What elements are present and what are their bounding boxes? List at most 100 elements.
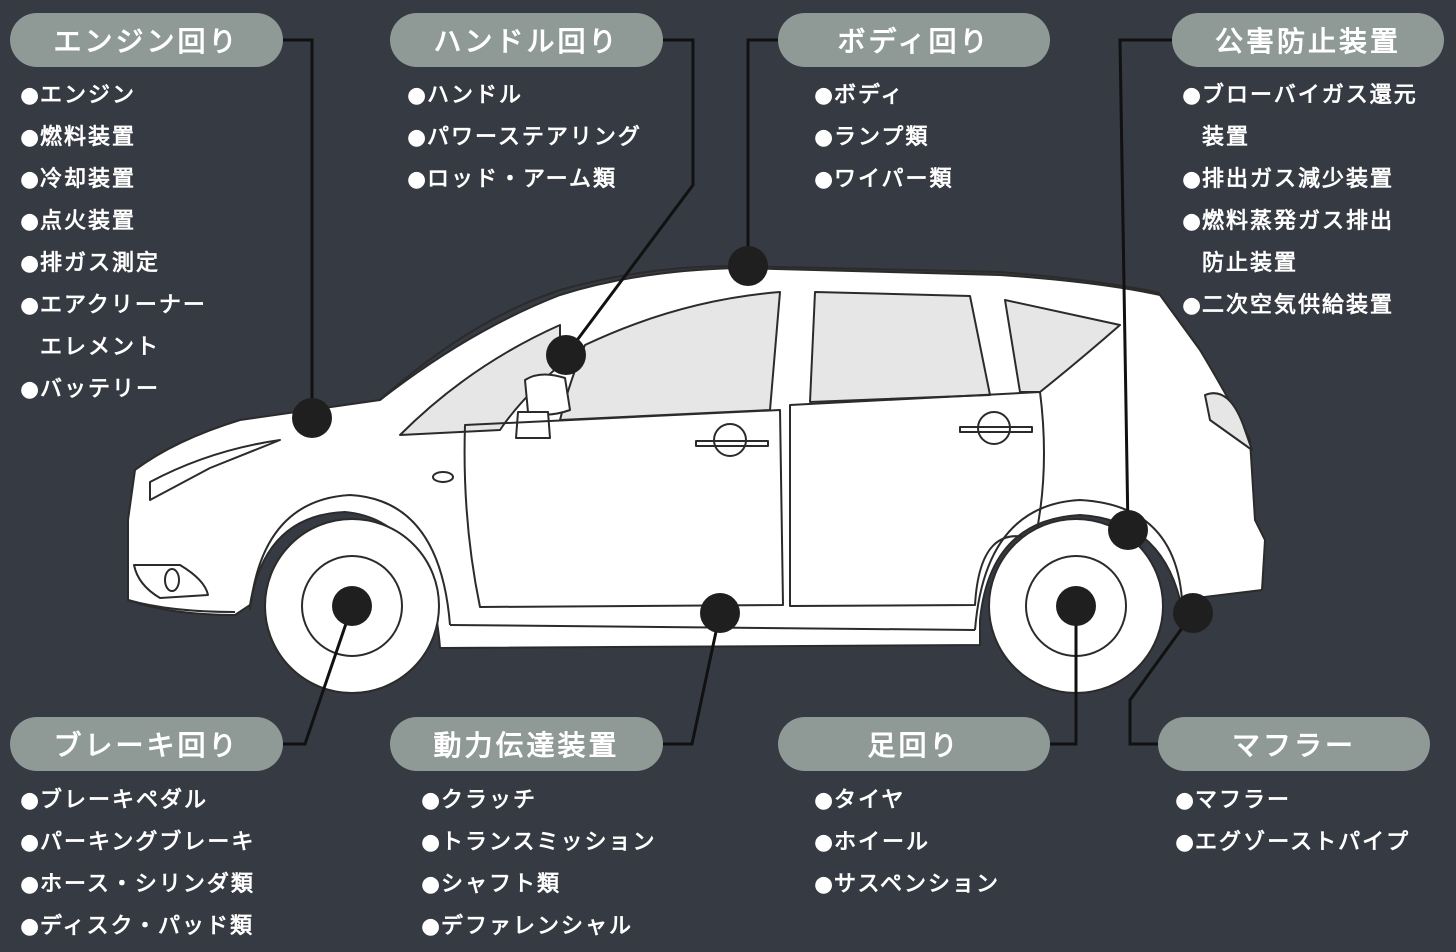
- suspension-list: ●タイヤ●ホイール●サスペンション: [814, 780, 1000, 906]
- bullet-icon: ●: [1182, 209, 1204, 234]
- rear-wheel-arch: [974, 499, 1183, 631]
- list-item: ●ディスク・パッド類: [20, 906, 255, 948]
- list-item-label: エグゾーストパイプ: [1195, 830, 1411, 855]
- list-item: ●エグゾーストパイプ: [1175, 822, 1410, 864]
- list-item: ●排ガス測定: [20, 243, 207, 285]
- front-door: [463, 409, 784, 608]
- suspension-title: 足回り: [778, 717, 1050, 771]
- muffler-title: マフラー: [1158, 717, 1430, 771]
- headlight: [149, 439, 281, 501]
- bullet-icon: ●: [407, 83, 429, 108]
- marker-emission: [1108, 510, 1148, 550]
- list-item-label: エンジン: [40, 83, 137, 108]
- engine-list: ●エンジン●燃料装置●冷却装置●点火装置●排ガス測定●エアクリーナー●エレメント…: [20, 75, 207, 411]
- bullet-icon: ●: [814, 788, 836, 813]
- bullet-icon: ●: [1175, 788, 1197, 813]
- handle-list: ●ハンドル●パワーステアリング●ロッド・アーム類: [407, 75, 642, 201]
- bullet-icon: ●: [20, 872, 42, 897]
- bullet-icon: ●: [20, 830, 42, 855]
- marker-brake: [332, 586, 372, 626]
- leader-brake: [283, 605, 354, 746]
- leader-suspension: [1050, 606, 1078, 746]
- bullet-icon: ●: [20, 209, 42, 234]
- marker-body: [728, 246, 768, 286]
- tail-light: [1204, 392, 1253, 451]
- list-item: ●ホース・シリンダ類: [20, 864, 255, 906]
- emission-title: 公害防止装置: [1172, 13, 1444, 67]
- emission-list: ● ブローバイガス還元 ●装置●排出ガス減少装置●燃料蒸発ガス排出●防止装置●二次空…: [1182, 75, 1418, 327]
- list-item: ●デファレンシャル: [421, 906, 657, 948]
- marker-engine: [292, 398, 332, 438]
- brake-list: ●ブレーキペダル●パーキングブレーキ●ホース・シリンダ類●ディスク・パッド類: [20, 780, 255, 948]
- bullet-icon: ●: [814, 167, 836, 192]
- engine-title: エンジン回り: [10, 13, 283, 67]
- list-item-label: ブローバイガス還元: [1202, 83, 1418, 108]
- rear-handle-ring: [977, 411, 1011, 445]
- list-item-label: マフラー: [1195, 788, 1292, 813]
- list-item-label: ワイパー類: [834, 167, 954, 192]
- list-item-label: 二次空気供給装置: [1202, 293, 1395, 318]
- list-item: ●装置: [1182, 117, 1418, 159]
- list-item-label: 排ガス測定: [40, 251, 161, 276]
- bullet-icon: ●: [20, 251, 42, 276]
- list-item: ●エンジン: [20, 75, 207, 117]
- list-item: ●マフラー: [1175, 780, 1410, 822]
- leader-body: [746, 38, 778, 266]
- list-item: ●冷却装置: [20, 159, 207, 201]
- drivetrain-list: ●クラッチ●トランスミッション●シャフト類●デファレンシャル: [421, 780, 657, 948]
- leader-muffler: [1128, 612, 1195, 746]
- bullet-icon: ●: [20, 788, 42, 813]
- front-door-window: [559, 291, 781, 421]
- list-item: ●サスペンション: [814, 864, 1000, 906]
- list-item-label: ランプ類: [834, 125, 930, 150]
- bullet-icon: ●: [421, 788, 443, 813]
- list-item-label: デファレンシャル: [441, 914, 634, 939]
- front-door-handle: [695, 440, 769, 447]
- fog-lamp-lens: [164, 568, 180, 592]
- bullet-icon: ●: [20, 914, 42, 939]
- list-item-label: ボディ: [834, 83, 905, 108]
- bullet-icon: ●: [20, 125, 42, 150]
- list-item: ●バッテリー: [20, 369, 207, 411]
- list-item: ●パワーステアリング: [407, 117, 642, 159]
- bullet-icon: ●: [1175, 830, 1197, 855]
- marker-drivetrain: [700, 593, 740, 633]
- roof-line: [379, 264, 1161, 401]
- muffler-list: ●マフラー●エグゾーストパイプ: [1175, 780, 1410, 864]
- list-item-label: パワーステアリング: [427, 125, 642, 150]
- leader-drivetrain: [663, 612, 722, 746]
- body-title: ボディ回り: [778, 13, 1050, 67]
- rear-door-handle: [959, 426, 1033, 433]
- leader-engine: [283, 38, 314, 418]
- bullet-icon: ●: [20, 293, 42, 318]
- list-item-label: 燃料装置: [40, 125, 137, 150]
- list-item-label: パーキングブレーキ: [40, 830, 256, 855]
- markers: [292, 246, 1213, 633]
- list-item-label: トランスミッション: [441, 830, 657, 855]
- bullet-icon: ●: [814, 830, 836, 855]
- list-item: ●パーキングブレーキ: [20, 822, 255, 864]
- list-item: ●防止装置: [1182, 243, 1418, 285]
- bullet-icon: ●: [421, 914, 443, 939]
- leader-handle: [564, 38, 695, 356]
- bullet-icon: ●: [407, 125, 429, 150]
- front-bumper: [127, 599, 236, 613]
- list-item-label: 点火装置: [40, 209, 137, 234]
- list-item: ●二次空気供給装置: [1182, 285, 1418, 327]
- bullet-icon: ●: [814, 125, 836, 150]
- front-windshield: [399, 324, 561, 436]
- list-item: ●ワイパー類: [814, 159, 954, 201]
- list-item: ●燃料蒸発ガス排出: [1182, 201, 1418, 243]
- mirror-stem: [515, 411, 551, 439]
- list-item: ●ランプ類: [814, 117, 954, 159]
- list-item: ●点火装置: [20, 201, 207, 243]
- list-item: ●トランスミッション: [421, 822, 657, 864]
- list-item-label: ホース・シリンダ類: [40, 872, 255, 897]
- fuel-lid: [432, 471, 454, 483]
- drivetrain-title: 動力伝達装置: [390, 717, 663, 771]
- list-item-label: バッテリー: [40, 377, 161, 402]
- list-item: ●排出ガス減少装置: [1182, 159, 1418, 201]
- list-item: ●タイヤ: [814, 780, 1000, 822]
- list-item: ●シャフト類: [421, 864, 657, 906]
- list-item-label: 冷却装置: [40, 167, 137, 192]
